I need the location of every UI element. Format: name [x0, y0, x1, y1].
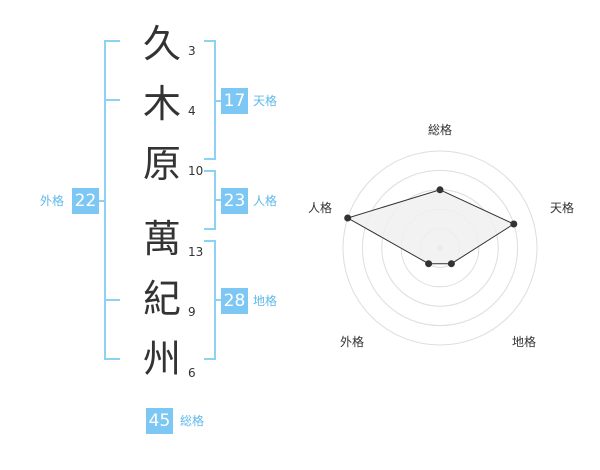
stroke-count-4: 13	[188, 245, 204, 259]
ten-label: 天格	[253, 94, 278, 108]
so-label: 総格	[180, 414, 205, 428]
name-char-1: 久	[142, 22, 181, 66]
jin-bracket-stub	[214, 199, 222, 201]
name-char-5: 紀	[142, 277, 181, 321]
jin-label: 人格	[253, 194, 278, 208]
radar-point-2	[510, 220, 518, 228]
gai-label: 外格	[40, 194, 65, 208]
radar-point-4	[425, 260, 433, 268]
name-char-4: 萬	[142, 217, 181, 261]
gai-value-box: 22	[72, 188, 99, 214]
radar-point-1	[436, 186, 444, 194]
stroke-count-2: 4	[188, 104, 196, 118]
radar-data-polygon	[346, 189, 515, 265]
stroke-count-6: 6	[188, 366, 196, 380]
radar-grid-circle-4	[361, 169, 519, 327]
name-char-3: 原	[142, 142, 181, 186]
chi-label: 地格	[253, 294, 278, 308]
radar-axis-label-jin: 人格	[308, 201, 333, 215]
outer-bracket-tick-2	[104, 299, 120, 301]
radar-axis-label-gai: 外格	[340, 335, 365, 349]
radar-axis-label-ten: 天格	[550, 201, 575, 215]
outer-bracket-stub	[98, 200, 106, 202]
stroke-count-5: 9	[188, 305, 196, 319]
radar-axis-label-so: 総格	[428, 123, 453, 137]
chi-value-box: 28	[221, 288, 248, 314]
radar-point-5	[344, 214, 352, 222]
ten-bracket-stub	[214, 100, 222, 102]
so-value-box: 45	[146, 408, 173, 434]
stroke-count-1: 3	[188, 44, 196, 58]
ten-value-box: 17	[221, 88, 248, 114]
radar-grid-circle-5	[342, 150, 538, 346]
radar-axis-label-chi: 地格	[512, 335, 537, 349]
radar-point-3	[447, 260, 455, 268]
outer-bracket-tick-1	[104, 99, 120, 101]
chi-bracket-stub	[214, 299, 222, 301]
stroke-count-3: 10	[188, 164, 204, 178]
jin-value-box: 23	[221, 188, 248, 214]
name-char-6: 州	[142, 337, 181, 381]
name-char-2: 木	[142, 82, 181, 126]
